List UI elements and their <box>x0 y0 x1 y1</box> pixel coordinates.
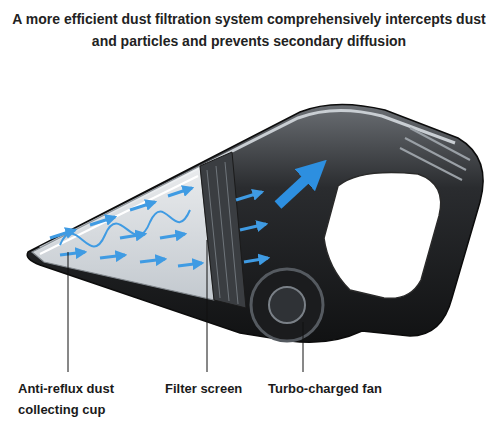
cup-highlight <box>40 176 198 254</box>
part-label: Anti-reflux dust collecting cup <box>18 378 148 420</box>
airflow-arrows <box>50 188 268 266</box>
airflow-spiral <box>60 210 190 246</box>
vacuum-body <box>27 104 483 342</box>
diagram-title: A more efficient dust filtration system … <box>4 8 494 52</box>
leader-line <box>68 252 69 372</box>
part-label: Turbo-charged fan <box>268 378 468 399</box>
dust-cup <box>32 166 214 300</box>
filter-mesh <box>207 162 238 304</box>
handle-opening <box>324 173 441 299</box>
grip-line <box>400 148 462 180</box>
leader-line <box>303 322 304 372</box>
exhaust-arrow <box>278 168 318 205</box>
fan-hub <box>269 287 305 323</box>
leader-line <box>207 240 208 372</box>
part-label: Filter screen <box>165 378 265 399</box>
grip-line <box>410 128 470 160</box>
turbo-fan <box>251 269 323 341</box>
